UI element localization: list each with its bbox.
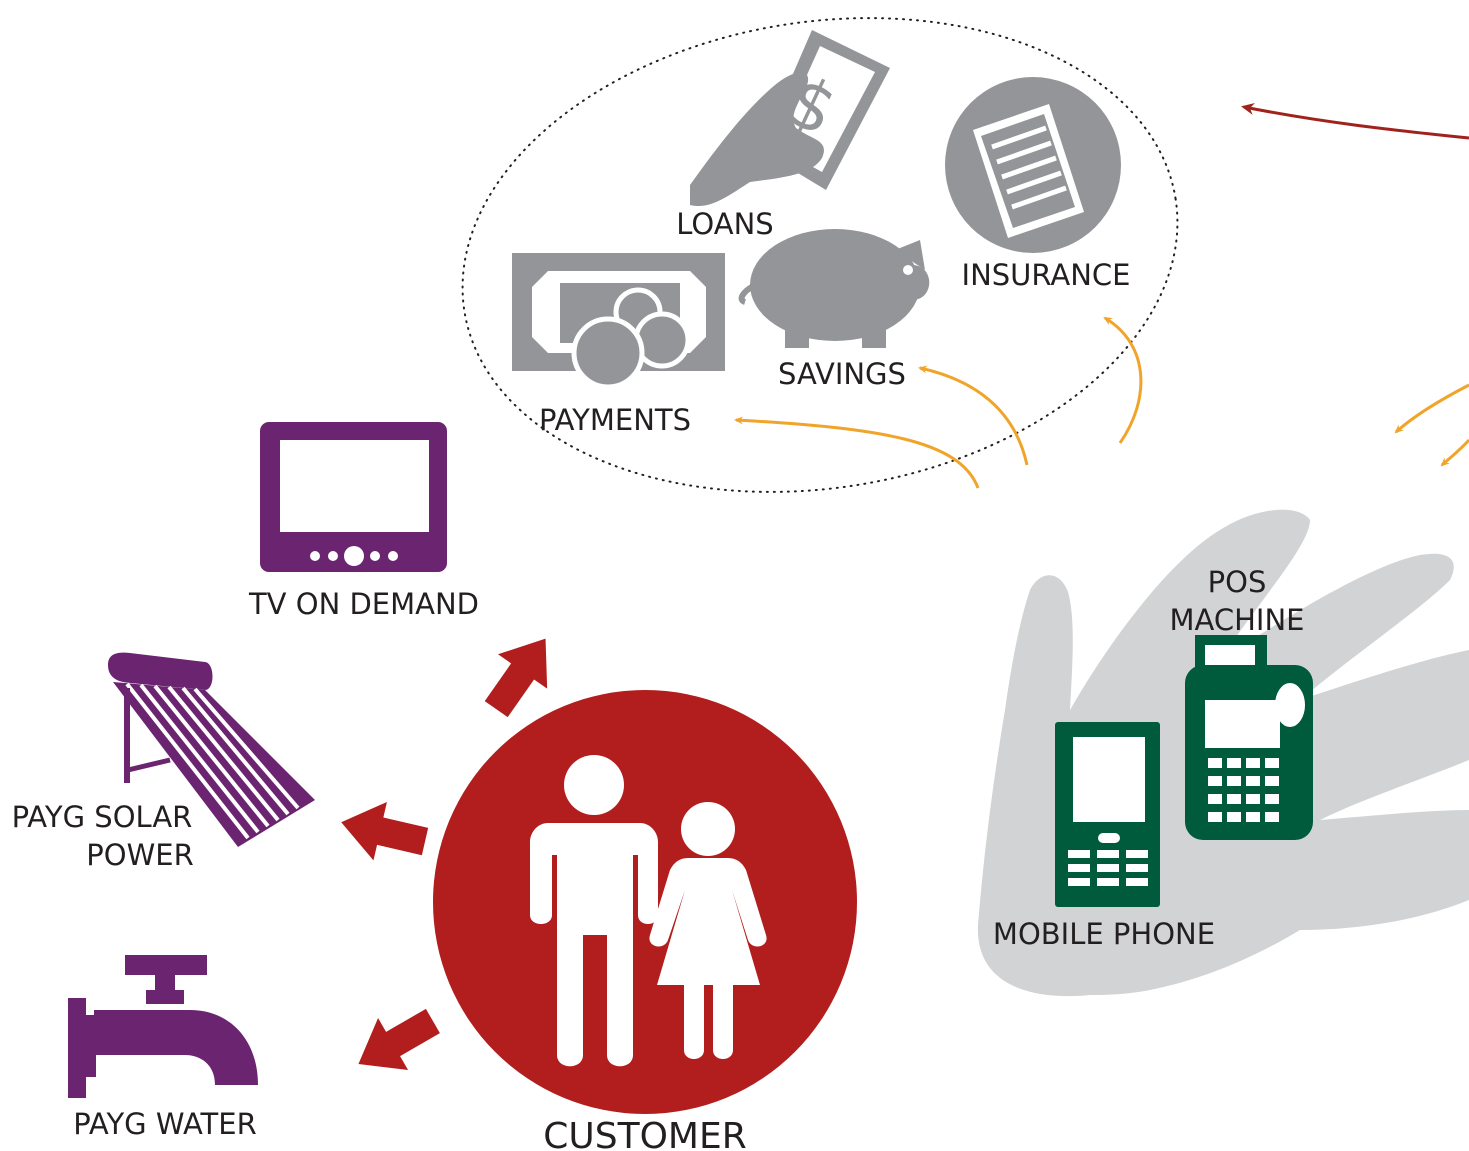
people-icon (530, 755, 767, 1067)
banknote-coins-icon (512, 253, 725, 390)
water-label: PAYG WATER (73, 1107, 257, 1141)
piggy-bank-icon (738, 229, 930, 348)
mobile-label: MOBILE PHONE (993, 917, 1215, 951)
tv-label: TV ON DEMAND (248, 587, 479, 621)
arrow-from-right-2 (1440, 438, 1469, 467)
mobile-phone-icon (1055, 722, 1160, 907)
arrow-customer-to-solar (341, 801, 429, 861)
hand-money-icon: $ (690, 30, 890, 207)
arrow-customer-to-water (358, 1008, 440, 1070)
document-icon (945, 77, 1121, 253)
solar-panel-icon (108, 652, 315, 847)
loans-label: LOANS (676, 207, 773, 241)
financial-services-group (461, 17, 1179, 493)
arrow-from-right-1 (1394, 383, 1469, 434)
water-tap-icon (68, 955, 258, 1098)
arrow-from-right-top (1241, 103, 1469, 140)
arrow-to-payments (734, 416, 980, 489)
tv-icon (260, 422, 447, 572)
arrow-to-insurance (1103, 316, 1143, 444)
arrow-to-savings (918, 365, 1029, 466)
insurance-label: INSURANCE (962, 258, 1131, 292)
savings-label: SAVINGS (778, 357, 906, 391)
payments-label: PAYMENTS (539, 403, 691, 437)
pos-label-line1: POS (1208, 565, 1267, 599)
pos-label-line2: MACHINE (1170, 603, 1305, 637)
solar-label-line1: PAYG SOLAR (12, 800, 193, 834)
pos-machine-icon (1185, 635, 1313, 840)
arrow-customer-to-tv (484, 638, 548, 718)
solar-label-line2: POWER (86, 838, 193, 872)
customer-label: CUSTOMER (543, 1116, 746, 1151)
